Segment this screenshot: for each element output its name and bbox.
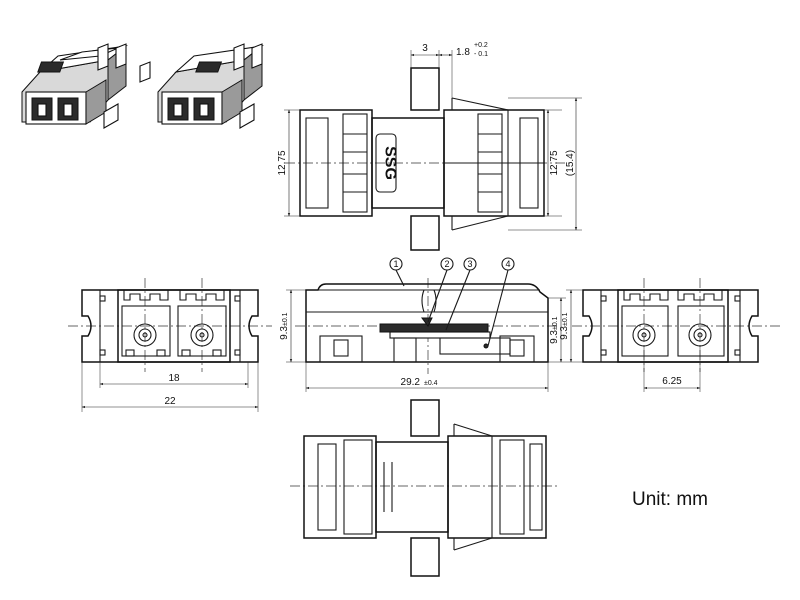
- side-section-view: [295, 278, 560, 374]
- dim-front-height-tol: ±0.1: [282, 312, 289, 326]
- dim-side-height: 9.3: [549, 330, 560, 344]
- callout-4: 4: [505, 259, 510, 269]
- dim-left-height: 12.75: [277, 150, 288, 175]
- adapter-isometric-view-left: [21, 43, 151, 129]
- callout-3: 3: [467, 259, 472, 269]
- dim-side-length: 29.2: [401, 377, 421, 388]
- dim-top-flange-width: 1.8: [456, 47, 470, 58]
- top-view-dimensions: 3 1.8 +0.2 - 0.1 12.75 12.75 (15.4): [277, 42, 582, 231]
- top-view: SSG: [285, 67, 570, 251]
- dim-right-height-ref: (15.4): [565, 150, 576, 176]
- dim-top-flange-tol-lower: - 0.1: [474, 51, 488, 58]
- dim-front-width-overall: 22: [164, 396, 176, 407]
- logo-text: SSG: [382, 146, 399, 180]
- side-section-dimensions: 9.3 ±0.1 9.3 ±0.1 29.2 ±0.4: [279, 289, 566, 392]
- callout-2: 2: [444, 259, 449, 269]
- side-section-callouts: 1 2 3 4: [389, 257, 515, 347]
- unit-label: Unit: mm: [632, 489, 708, 510]
- dim-side-length-tol: ±0.4: [424, 380, 438, 387]
- dim-rear-height: 9.3: [559, 326, 570, 340]
- front-view-dimensions: 18 22: [81, 362, 259, 412]
- dim-rear-pitch: 6.25: [662, 376, 682, 387]
- dim-top-flange-offset: 3: [422, 43, 428, 54]
- dim-top-flange-tol-upper: +0.2: [474, 42, 488, 49]
- adapter-isometric-view-right: [157, 43, 264, 129]
- dim-rear-height-tol: ±0.1: [562, 312, 569, 326]
- dim-front-height: 9.3: [279, 326, 290, 340]
- rear-view: [572, 278, 780, 372]
- bottom-view: [290, 399, 560, 577]
- front-view: [68, 278, 272, 372]
- dim-front-width-inner: 18: [168, 373, 180, 384]
- dim-right-height: 12.75: [549, 150, 560, 175]
- dim-side-height-tol: ±0.1: [552, 316, 559, 330]
- callout-1: 1: [393, 259, 398, 269]
- rear-view-dimensions: 9.3 ±0.1 6.25: [559, 289, 701, 392]
